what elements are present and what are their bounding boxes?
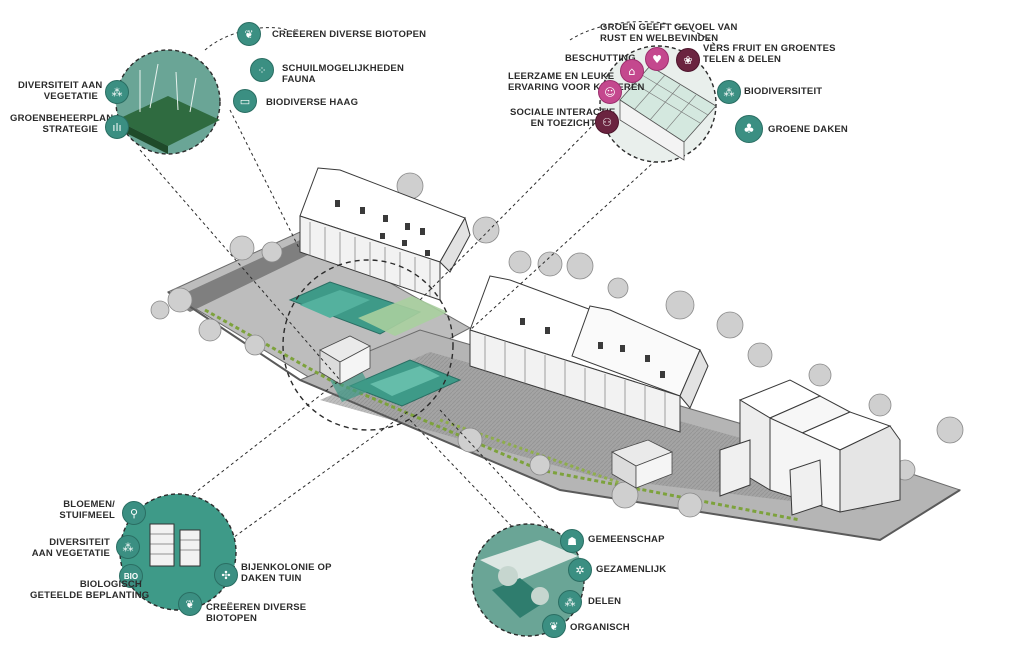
- label-delen: DELEN: [588, 596, 622, 607]
- tree-icon: ♣: [735, 115, 763, 143]
- building-row-1: [299, 167, 471, 301]
- shelter-icon: ⌂: [620, 59, 644, 83]
- label-sociale-interactie: SOCIALE INTERACTIE EN TOEZICHT: [510, 107, 616, 129]
- child-icon: ☺: [598, 80, 622, 104]
- building-row-3: [719, 379, 901, 516]
- callout-circle-bottom-right: [471, 523, 585, 637]
- label-organisch: ORGANISCH: [570, 622, 630, 633]
- label-biodiversiteit: BIODIVERSITEIT: [744, 86, 823, 97]
- label-gemeenschap: GEMEENSCHAP: [588, 534, 665, 545]
- people-icon: ⚇: [595, 110, 619, 134]
- building-row-2: [469, 275, 709, 433]
- label-schuilmogelijkheden: SCHUILMOGELIJKHEDEN FAUNA: [282, 63, 405, 85]
- label-biologisch: BIOLOGISCH GETEELDE BEPLANTING: [30, 579, 150, 601]
- molecule-icon: ⁂: [717, 80, 741, 104]
- fruit-icon: ❀: [676, 48, 700, 72]
- leaf-icon: ❦: [237, 22, 261, 46]
- pin-icon: ⚲: [122, 501, 146, 525]
- community-icon: ☗: [560, 529, 584, 553]
- label-groene-daken: GROENE DAKEN: [768, 124, 848, 135]
- label-creeren-diverse-biotopen: CREËEREN DIVERSE BIOTOPEN: [272, 29, 427, 40]
- label-gezamenlijk: GEZAMENLIJK: [596, 564, 667, 575]
- share-icon: ⁂: [558, 590, 582, 614]
- grass-icon: ılı: [105, 115, 129, 139]
- label-vers-fruit: VERS FRUIT EN GROENTES TELEN & DELEN: [703, 43, 836, 65]
- green-courtyards: [288, 281, 462, 407]
- label-leerzame: LEERZAME EN LEUKE ERVARING VOOR KINDEREN: [508, 71, 645, 93]
- molecule-icon: ⁂: [116, 535, 140, 559]
- label-groen-gevoel: GROEN GEEFT GEVOEL VAN RUST EN WELBEVIND…: [600, 22, 738, 44]
- hedge-icon: ▭: [233, 89, 257, 113]
- molecule-icon: ⁂: [105, 80, 129, 104]
- label-diversiteit-vegetatie: DIVERSITEIT AAN VEGETATIE: [18, 80, 103, 102]
- windmill-icon: ✣: [214, 563, 238, 587]
- label-biodiverse-haag: BIODIVERSE HAAG: [266, 97, 359, 108]
- greenhouses: [319, 335, 673, 489]
- label-groenbeheerplan: GROENBEHEERPLAN STRATEGIE: [10, 113, 114, 135]
- heart-icon: ♥: [645, 47, 669, 71]
- label-creeren-biotopen: CREËEREN DIVERSE BIOTOPEN: [206, 602, 307, 624]
- network-icon: ✲: [568, 558, 592, 582]
- label-diversiteit-vegetatie-2: DIVERSITEIT AAN VEGETATIE: [31, 537, 110, 559]
- label-beschutting: BESCHUTTING: [565, 53, 636, 64]
- leaf-icon: ❦: [542, 614, 566, 638]
- leaf-icon: ❦: [178, 592, 202, 616]
- callout-circle-top-left: [115, 49, 221, 155]
- footprints-icon: ⁘: [250, 58, 274, 82]
- bio-badge: BIO: [119, 564, 143, 588]
- callout-circle-bottom-left: [119, 493, 237, 611]
- label-bloemen: BLOEMEN/ STUIFMEEL: [59, 499, 115, 521]
- label-bijenkolonie: BIJENKOLONIE OP DAKEN TUIN: [241, 562, 332, 584]
